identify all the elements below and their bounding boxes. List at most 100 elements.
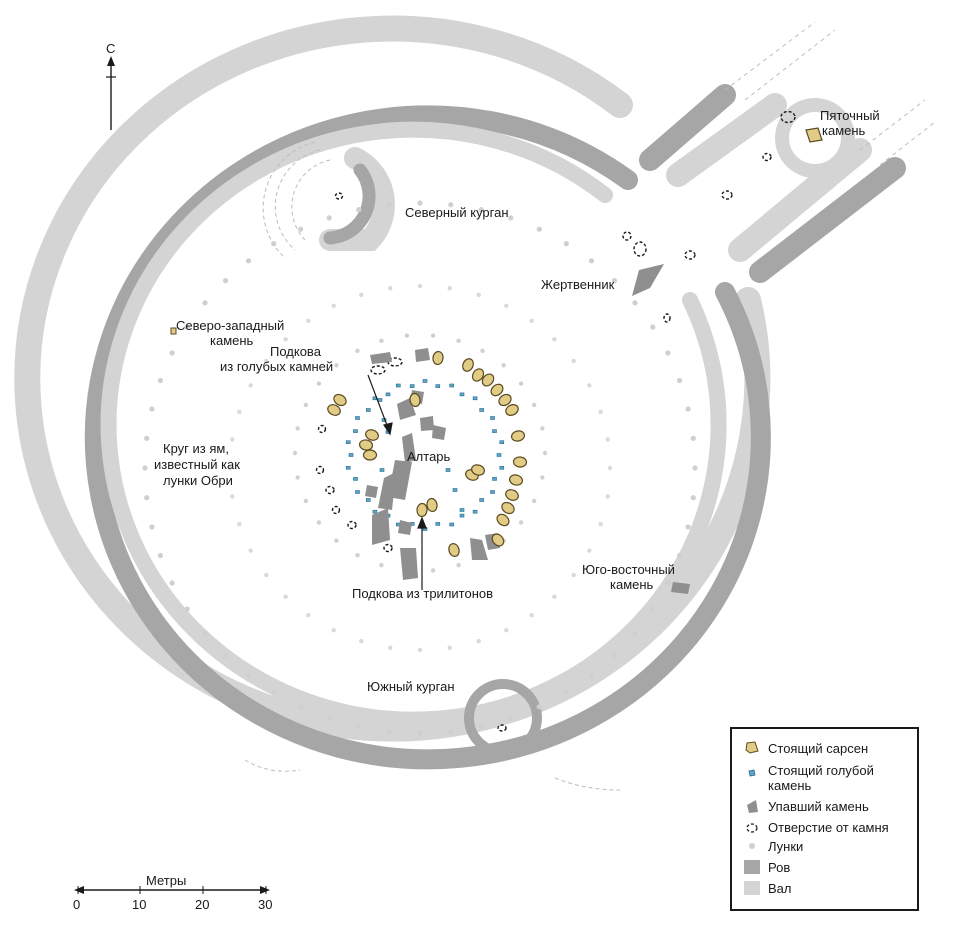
aubrey-hole [298,704,304,710]
label-south-barrow: Южный курган [367,679,455,694]
aubrey-hole [230,437,235,442]
aubrey-hole [571,572,576,578]
bluestone [459,508,465,512]
sarsen-stone [471,464,485,476]
aubrey-hole [540,426,545,431]
legend-bluestone-swatch [748,769,756,777]
aubrey-hole [248,548,253,553]
aubrey-hole [508,715,514,721]
bluestone [490,416,495,420]
sarsen-stone [358,439,374,451]
aubrey-hole [598,409,603,414]
aubrey-hole [563,241,569,247]
aubrey-hole [149,406,155,412]
aubrey-hole [476,638,481,644]
bluestone [492,477,497,481]
bluestone [365,498,371,502]
legend-fallen-label: Упавший камень [768,799,869,814]
aubrey-hole [508,215,514,221]
aubrey-hole [184,324,190,330]
sarsen-stone [498,393,512,407]
aubrey-hole [303,402,308,408]
label-nw-stone-1: Северо-западный [176,318,284,333]
aubrey-hole [144,435,150,441]
aubrey-hole [331,303,336,308]
aubrey-hole [316,381,322,386]
sarsen-stone [327,404,341,416]
aubrey-hole [588,258,595,264]
label-nw-stone-2: камень [210,333,254,348]
sarsen-stone [505,489,519,501]
bluestone [435,522,441,526]
bluestone [435,384,441,388]
bluestone [385,392,391,397]
sarsen-stone [365,429,379,441]
stone-holes [315,110,796,732]
aubrey-hole [605,437,610,442]
label-heel-stone-2: камень [822,123,866,138]
aubrey-hole [417,200,423,206]
legend-ditch-label: Ров [768,860,790,875]
sarsen-stone [432,350,444,366]
aubrey-hole [478,207,484,213]
aubrey-hole [271,241,277,247]
aubrey-hole [632,300,638,306]
aubrey-hole [303,498,308,504]
aubrey-hole [665,580,671,586]
bluestones [345,379,505,531]
aubrey-hole [237,522,242,527]
bluestone [499,465,505,470]
aubrey-hole [326,215,332,221]
aubrey-hole [605,494,610,499]
aubrey-hole [169,580,175,586]
aubrey-hole [518,520,524,525]
bluestone [353,477,358,481]
north-label: С [106,41,115,56]
aubrey-hole [316,520,322,525]
aubrey-hole [222,278,229,284]
sarsen-stone [512,456,528,468]
legend-sarsen-label: Стоящий сарсен [768,741,868,756]
bluestone [409,384,415,388]
bluestone [345,440,351,445]
aubrey-hole [588,672,595,678]
aubrey-hole [359,638,364,644]
aubrey-hole [298,226,304,232]
aubrey-hole [611,278,618,284]
sarsen-stone [508,474,524,486]
aubrey-hole [587,383,592,388]
aubrey-hole [504,628,509,633]
aubrey-hole [306,613,311,618]
scale-tick-10: 10 [132,897,146,912]
sarsen-stone [362,449,378,461]
aubrey-hole [692,465,698,471]
aubrey-hole [532,498,537,504]
aubrey-hole [536,704,542,710]
aubrey-hole [169,350,175,356]
sarsen-stone [409,392,421,408]
heel-stone [805,127,823,143]
bluestone [459,392,465,397]
sarsen-stone [333,393,347,407]
label-bluestone-horseshoe-2: из голубых камней [220,359,333,374]
bluestone [499,440,505,445]
legend-box [730,727,919,911]
aubrey-hole [448,202,454,208]
sarsen-stone [490,383,504,397]
bluestone [472,509,478,514]
aubrey-hole [271,689,277,696]
legend: Стоящий сарсен Стоящий голубой камень Уп… [730,727,919,911]
aubrey-hole [536,226,542,232]
aubrey-hole [245,258,252,264]
heel-stone-ring [775,98,855,178]
aubrey-hole [388,286,393,291]
aubrey-hole [359,292,364,298]
label-slaughter-stone: Жертвенник [541,277,615,292]
aubrey-hole [607,465,613,471]
label-aubrey-1: Круг из ям, [163,441,229,456]
legend-bank-label: Вал [768,881,792,896]
bluestone [395,383,401,388]
bluestone [496,453,502,457]
